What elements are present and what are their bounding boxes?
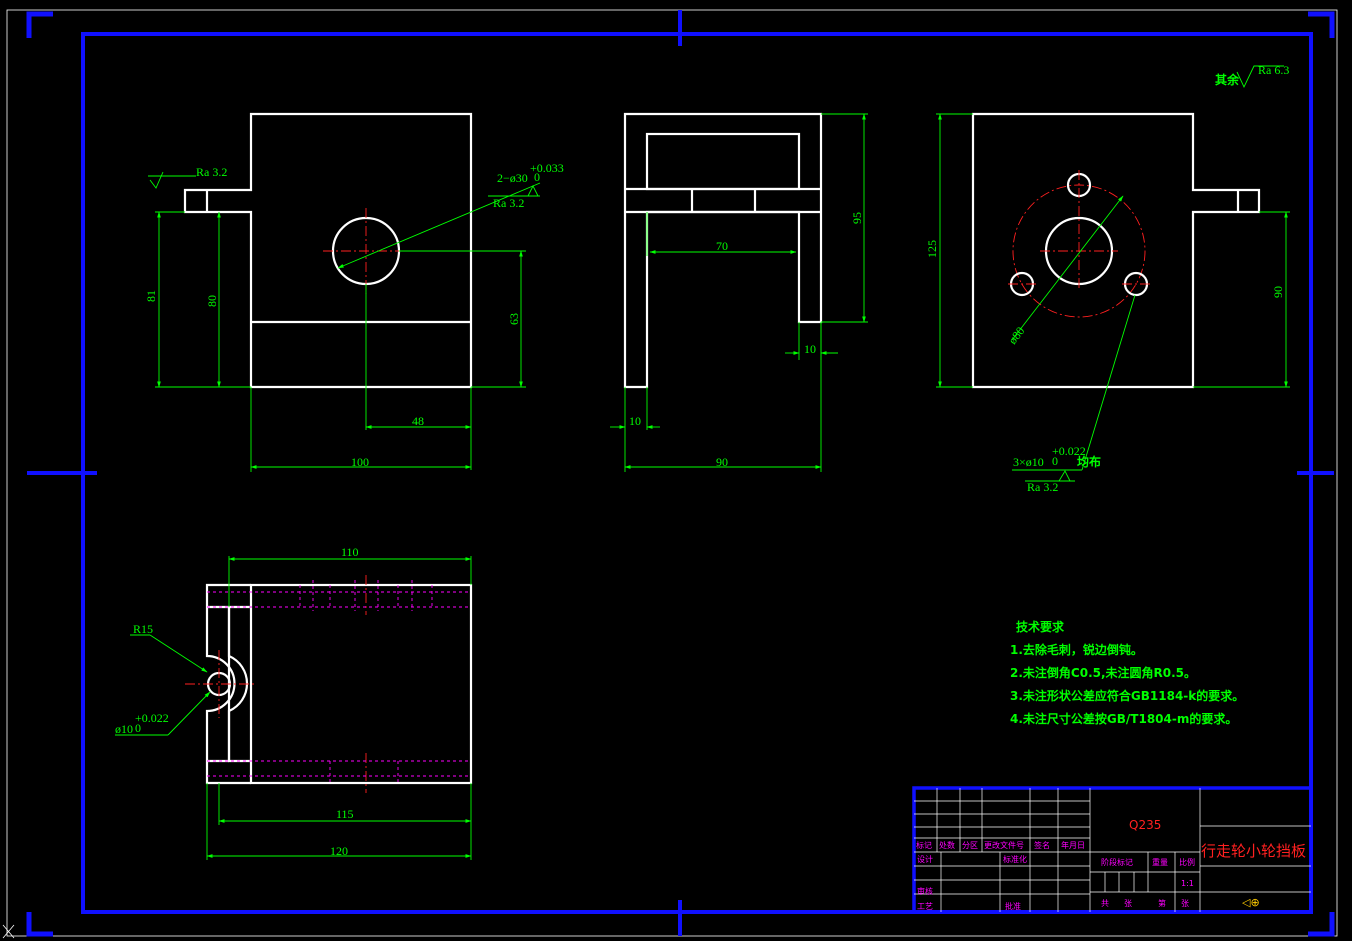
centering-marks	[27, 10, 1334, 936]
outer-border	[6, 9, 1338, 937]
side-view: 95 70 10 10 90	[610, 112, 868, 472]
top-hole-label: ø10	[115, 722, 133, 736]
top-hole-tol-upper: +0.022	[135, 711, 169, 725]
front-view: Ra 3.2 Ra 3.2 2−ø30 +0.033 0 81 80 63 48…	[144, 112, 564, 472]
dim-63: 63	[507, 313, 521, 325]
tech-item-1: 1.去除毛刺，锐边倒钝。	[1010, 642, 1143, 657]
rev-header-1: 处数	[939, 840, 955, 850]
right-view: 125 90 ø80 3×ø10 +0.022 0 均布 Ra 3.2	[925, 112, 1290, 494]
projection-symbol: ◁⊕	[1242, 896, 1260, 909]
dim-80: 80	[205, 295, 219, 307]
bore-label: 2−ø30	[497, 171, 528, 185]
review-label: 审核	[917, 886, 933, 896]
dim-125: 125	[925, 240, 939, 258]
holes-roughness: Ra 3.2	[1027, 480, 1058, 494]
dim-48: 48	[412, 414, 424, 428]
holes-label: 3×ø10	[1013, 455, 1044, 469]
drawing-frame	[2, 9, 1338, 939]
sheet-no-label: 第	[1158, 898, 1166, 908]
scale-label: 比例	[1179, 857, 1195, 867]
tech-item-4: 4.未注尺寸公差按GB/T1804-m的要求。	[1010, 711, 1237, 726]
title-block-grid	[914, 788, 1311, 912]
tech-title: 技术要求	[1016, 619, 1065, 634]
part-name-text: 行走轮小轮挡板	[1201, 842, 1306, 860]
process-label: 工艺	[917, 902, 933, 911]
dim-115: 115	[336, 807, 354, 821]
dim-100: 100	[351, 455, 369, 469]
bore-tol-lower: 0	[534, 170, 540, 184]
top-dimension-lines	[115, 556, 472, 860]
bore-roughness-label: Ra 3.2	[493, 196, 524, 210]
holes-tol-lower: 0	[1052, 454, 1058, 468]
dim-120: 120	[330, 844, 348, 858]
rev-header-0: 标记	[916, 840, 932, 850]
side-slot	[645, 132, 801, 191]
total-label: 共	[1101, 899, 1109, 908]
top-view: 110 115 120 R15 ø10 +0.022 0	[115, 545, 473, 860]
dim-110: 110	[341, 545, 359, 559]
sheet-suffix-label: 张	[1181, 899, 1189, 908]
rev-header-3: 更改文件号	[984, 840, 1024, 850]
pcd-label: ø80	[1005, 324, 1027, 347]
roughness-prefix: 其余	[1215, 72, 1240, 87]
rev-header-5: 年月日	[1061, 840, 1085, 850]
sheets-label: 张	[1124, 899, 1132, 908]
design-label: 设计	[917, 854, 933, 864]
top-body	[249, 583, 473, 785]
dim-10a: 10	[804, 342, 816, 356]
rev-header-4: 签名	[1034, 840, 1050, 850]
title-block: 标记 处数 分区 更改文件号 签名 年月日 设计 标准化 审核 工艺 批准 阶段…	[912, 786, 1313, 914]
standardization-label: 标准化	[1003, 854, 1027, 864]
tech-item-3: 3.未注形状公差应符合GB1184-k的要求。	[1010, 688, 1244, 703]
right-dimension-lines	[936, 113, 1290, 482]
bore-tol-upper: +0.033	[530, 161, 564, 175]
front-outline	[183, 112, 473, 389]
tech-item-2: 2.未注倒角C0.5,未注圆角R0.5。	[1010, 665, 1196, 680]
scale-value: 1:1	[1181, 879, 1194, 888]
roughness-default: Ra 6.3	[1258, 63, 1289, 77]
dim-90-right: 90	[1271, 286, 1285, 298]
default-roughness: 其余 Ra 6.3	[1215, 63, 1289, 89]
corner-marks	[26, 11, 1335, 937]
dim-81: 81	[144, 290, 158, 302]
rev-header-2: 分区	[962, 841, 978, 850]
hidden-lines	[207, 580, 471, 783]
origin-marker	[2, 924, 15, 939]
inner-border	[81, 32, 1313, 914]
weight-label: 重量	[1152, 857, 1168, 867]
radius-label: R15	[133, 622, 153, 636]
technical-requirements: 技术要求 1.去除毛刺，锐边倒钝。 2.未注倒角C0.5,未注圆角R0.5。 3…	[1010, 619, 1244, 726]
holes-tol-upper: +0.022	[1052, 444, 1086, 458]
top-tab-outline	[205, 583, 251, 785]
dim-90: 90	[716, 455, 728, 469]
stage-mark-label: 阶段标记	[1101, 857, 1133, 867]
dim-70: 70	[716, 239, 728, 253]
material-text: Q235	[1129, 818, 1161, 832]
dim-10b: 10	[629, 414, 641, 428]
front-dimension-lines	[148, 171, 541, 472]
side-dimension-lines	[610, 113, 868, 472]
approve-label: 批准	[1005, 901, 1021, 911]
roughness-label: Ra 3.2	[196, 165, 227, 179]
top-hole-tol-lower: 0	[135, 721, 141, 735]
dim-95: 95	[850, 212, 864, 224]
holes-note: 均布	[1077, 454, 1101, 469]
